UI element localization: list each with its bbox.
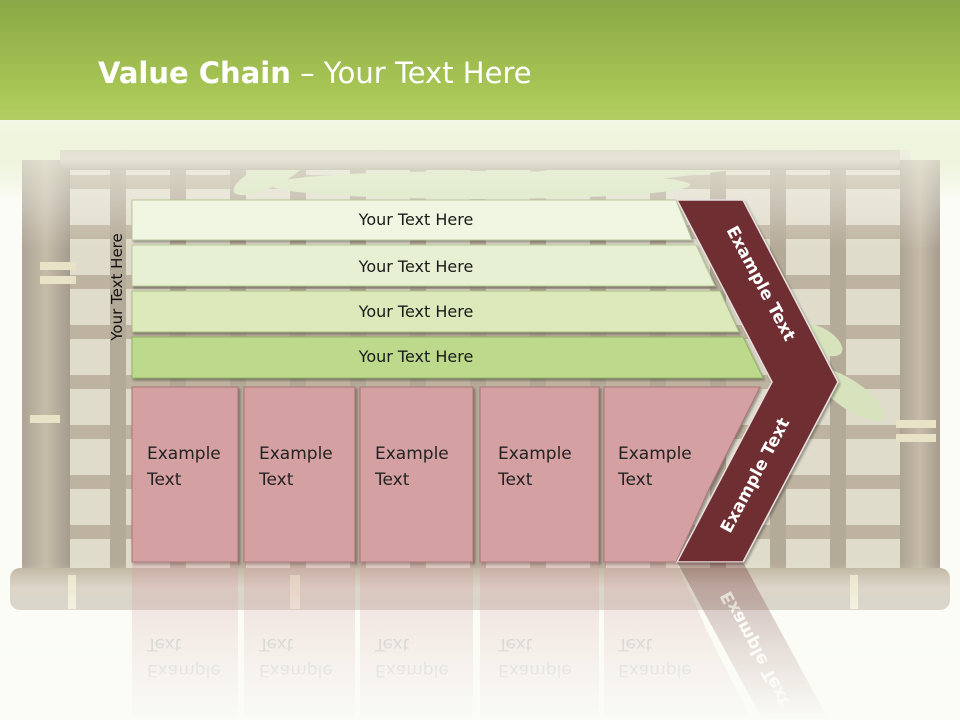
reflection-box-3-line1: Example: [375, 660, 449, 680]
primary-box-1-line2: Text: [146, 470, 182, 490]
title-bold: Value Chain: [98, 56, 291, 90]
reflection-box-3-line2: Text: [374, 634, 410, 654]
reflection-box-2-line2: Text: [258, 634, 294, 654]
reflection-box-1-line2: Text: [146, 634, 182, 654]
primary-box-4-line1: Example: [498, 444, 572, 464]
primary-box-1: [131, 386, 239, 563]
reflection-box-4-line2: Text: [497, 634, 533, 654]
support-band-4-label: Your Text Here: [358, 347, 474, 366]
primary-box-1-line1: Example: [147, 444, 221, 464]
support-band-4: [131, 336, 764, 379]
primary-box-4-line2: Text: [497, 470, 533, 490]
reflection-box-1-line1: Example: [147, 660, 221, 680]
support-band-2-label: Your Text Here: [358, 257, 474, 276]
primary-box-5-line1: Example: [618, 444, 692, 464]
primary-box-2: [243, 386, 356, 563]
reflection-box-5-line2: Text: [617, 634, 653, 654]
primary-box-5-line2: Text: [617, 470, 653, 490]
support-band-1: [131, 199, 693, 241]
primary-box-3-line2: Text: [374, 470, 410, 490]
slide-title: Value Chain – Your Text Here: [98, 56, 532, 90]
support-band-3-label: Your Text Here: [358, 302, 474, 321]
reflection-box-4-line1: Example: [498, 660, 572, 680]
reflection: Example Text Example Text Example Text E…: [0, 562, 960, 720]
primary-box-4: [479, 386, 600, 563]
margin-chevron: [675, 199, 839, 563]
reflection-fade: [0, 562, 960, 720]
reflection-box-5-line1: Example: [618, 660, 692, 680]
primary-box-2-line2: Text: [258, 470, 294, 490]
side-label: Your Text Here: [108, 233, 126, 341]
reflection-graphic: Example Text Example Text Example Text E…: [132, 562, 829, 720]
support-band-1-label: Your Text Here: [358, 210, 474, 229]
support-band-3: [131, 290, 740, 333]
title-rest: – Your Text Here: [290, 56, 532, 90]
primary-box-3-line1: Example: [375, 444, 449, 464]
support-band-2: [131, 244, 716, 287]
reflection-box-2-line1: Example: [259, 660, 333, 680]
primary-box-5: [603, 386, 761, 563]
primary-box-3: [359, 386, 474, 563]
primary-box-2-line1: Example: [259, 444, 333, 464]
